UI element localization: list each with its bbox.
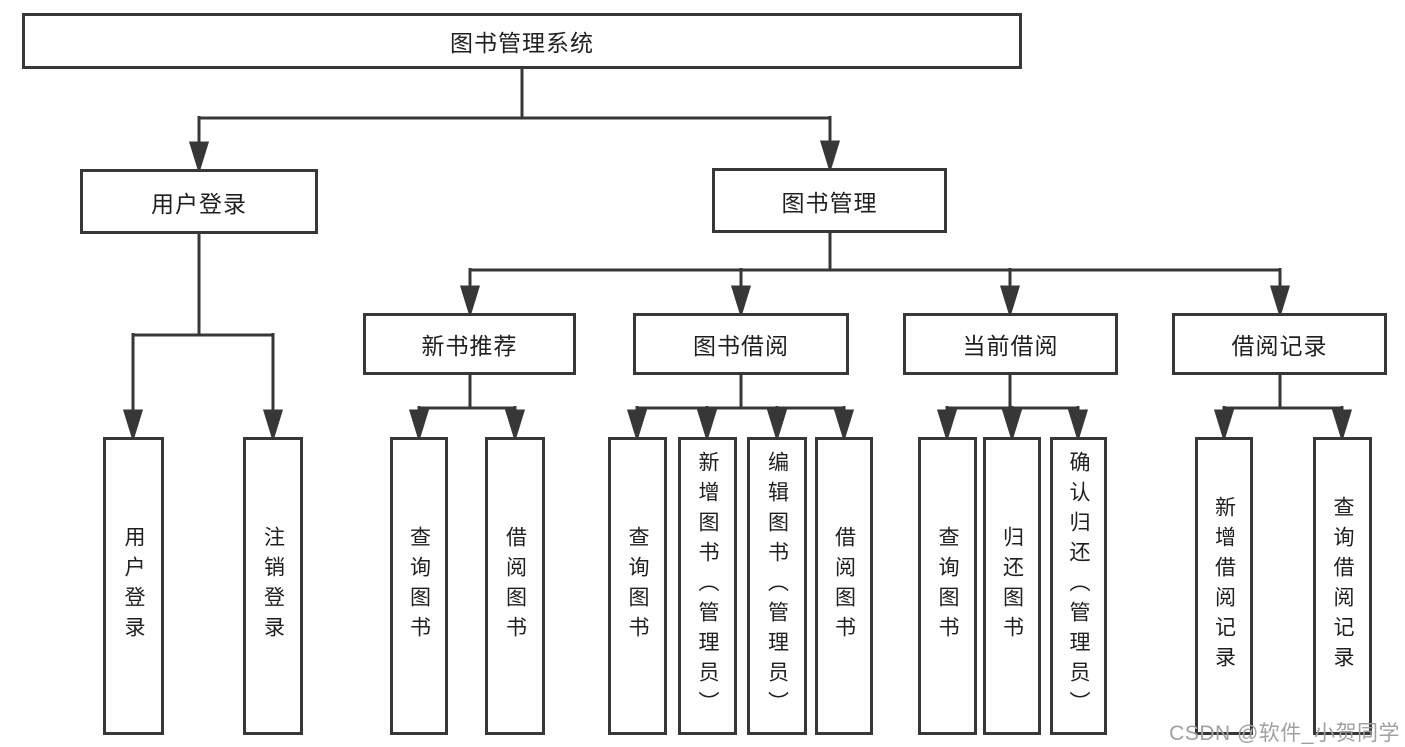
- node-leaf-confirm-return-admin: 确认归还（管理员）: [1050, 437, 1107, 735]
- node-leaf-query-borrow-record: 查询借阅记录: [1313, 437, 1372, 735]
- node-leaf-query-books-recommend: 查询图书: [390, 437, 448, 735]
- node-label: 用户登录: [151, 190, 247, 217]
- node-new-book-recommend: 新书推荐: [363, 313, 576, 375]
- node-label: 图书管理系统: [450, 30, 594, 56]
- node-label: 查询图书: [936, 526, 959, 646]
- node-label: 用户登录: [122, 526, 145, 646]
- node-label: 新书推荐: [421, 333, 518, 359]
- node-label: 当前借阅: [962, 333, 1059, 359]
- connector-book-management-to-level3: [459, 233, 1291, 319]
- node-current-borrow: 当前借阅: [903, 313, 1118, 375]
- node-label: 图书借阅: [693, 333, 789, 359]
- node-label: 新增借阅记录: [1212, 496, 1236, 676]
- connector-borrow-records-to-leaves: [1213, 375, 1353, 443]
- node-borrow-records: 借阅记录: [1172, 313, 1387, 375]
- node-leaf-add-borrow-record: 新增借阅记录: [1195, 437, 1253, 735]
- node-leaf-add-books-admin: 新增图书（管理员）: [678, 437, 737, 735]
- node-book-borrow: 图书借阅: [633, 313, 849, 375]
- node-library-management-system: 图书管理系统: [22, 13, 1022, 69]
- node-leaf-return-books: 归还图书: [983, 437, 1041, 735]
- node-book-management: 图书管理: [712, 168, 947, 233]
- node-leaf-query-books-current: 查询图书: [918, 437, 977, 735]
- node-label: 新增图书（管理员）: [696, 451, 719, 721]
- connector-user-login-to-leaves: [122, 234, 284, 443]
- connector-current-borrow-to-leaves: [936, 375, 1089, 443]
- csdn-watermark: CSDN @软件_小贺同学: [1169, 722, 1400, 745]
- node-label: 归还图书: [1000, 526, 1024, 646]
- node-user-login: 用户登录: [80, 169, 318, 234]
- node-label: 查询借阅记录: [1331, 496, 1354, 676]
- node-label: 编辑图书（管理员）: [765, 451, 789, 721]
- connector-root-to-level2: [188, 69, 841, 175]
- connector-book-borrow-to-leaves: [626, 375, 855, 443]
- node-label: 借阅图书: [503, 526, 527, 646]
- node-leaf-user-login: 用户登录: [103, 437, 164, 735]
- node-label: 查询图书: [407, 526, 431, 646]
- node-label: 借阅图书: [832, 526, 856, 646]
- node-leaf-borrow-books: 借阅图书: [815, 437, 873, 735]
- node-label: 借阅记录: [1231, 333, 1328, 359]
- connector-new-book-recommend-to-leaves: [408, 375, 526, 443]
- node-leaf-edit-books-admin: 编辑图书（管理员）: [747, 437, 807, 735]
- node-leaf-logout: 注销登录: [243, 437, 303, 735]
- node-leaf-borrow-books-recommend: 借阅图书: [485, 437, 545, 735]
- node-label: 图书管理: [781, 189, 878, 216]
- node-label: 注销登录: [261, 526, 285, 646]
- node-label: 查询图书: [626, 526, 649, 646]
- node-leaf-query-books-borrow: 查询图书: [608, 437, 667, 735]
- node-label: 确认归还（管理员）: [1067, 451, 1090, 721]
